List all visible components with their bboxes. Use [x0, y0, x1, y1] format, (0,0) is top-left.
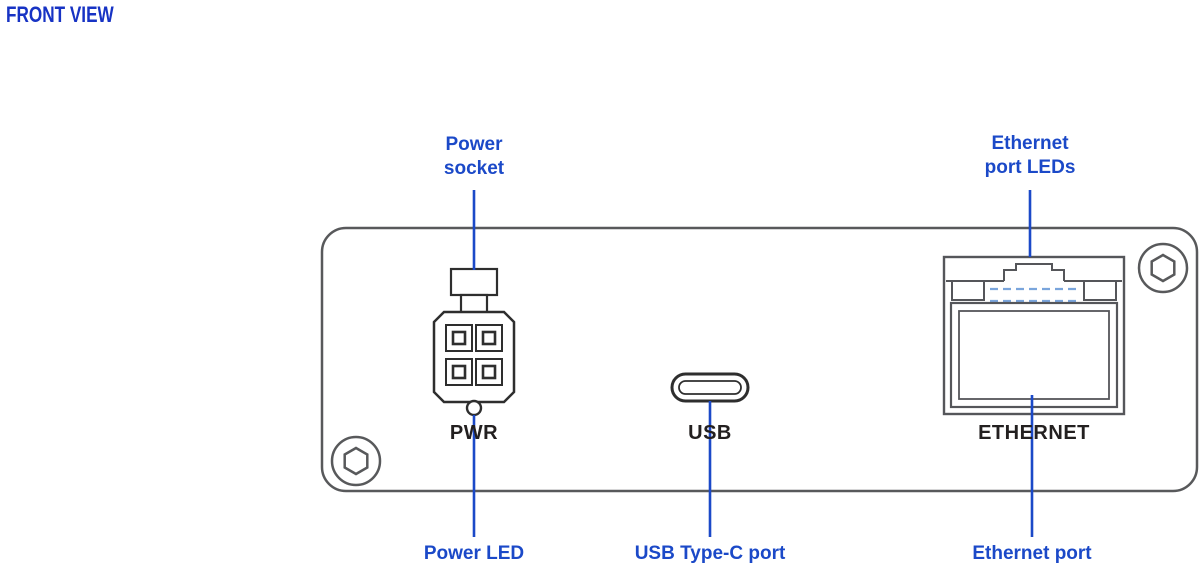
ethernet-led-window	[1083, 280, 1117, 301]
callout-label-power-led: Power LED	[423, 543, 525, 564]
callout-label-power-socket: Power socket	[443, 134, 505, 179]
callout-label-usb-type-c-port: USB Type-C port	[634, 543, 786, 564]
hex-screw-icon	[1137, 242, 1189, 294]
ethernet-led-window	[951, 280, 985, 301]
hex-screw-icon	[330, 435, 382, 487]
callout-label-ethernet-port-leds: Ethernet port LEDs	[984, 133, 1076, 178]
callout-label-ethernet-port: Ethernet port	[972, 543, 1092, 564]
power-led-icon	[465, 399, 483, 417]
port-label-usb: USB	[688, 422, 732, 444]
usb-c-port-icon	[670, 372, 750, 403]
power-socket-icon	[432, 267, 516, 404]
page-title: FRONT VIEW	[6, 2, 114, 27]
power-plug-top	[449, 267, 499, 297]
callout-lines	[472, 190, 1034, 537]
ethernet-port-icon	[942, 255, 1126, 416]
port-label-pwr: PWR	[449, 422, 499, 444]
power-socket-pins	[445, 324, 503, 386]
ethernet-led-dashed-lines	[990, 287, 1076, 303]
port-label-ethernet: ETHERNET	[978, 422, 1090, 444]
